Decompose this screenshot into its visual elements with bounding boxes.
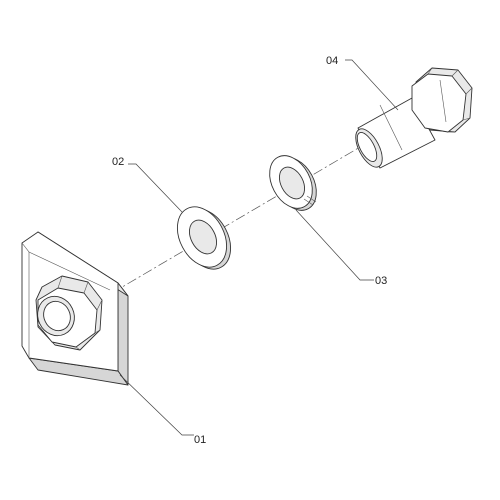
hex-head-bolt	[355, 67, 473, 169]
callout-label-02: 02	[112, 156, 125, 168]
backing-plate-with-nut	[21, 231, 129, 386]
flat-washer	[176, 206, 232, 270]
leader-01	[119, 374, 194, 436]
callout-label-04: 04	[326, 55, 339, 67]
leader-02	[128, 163, 183, 213]
spring-lock-washer	[269, 155, 317, 211]
callout-label-03: 03	[375, 275, 388, 287]
leader-04	[345, 59, 399, 111]
callout-label-01: 01	[194, 434, 207, 446]
assembly-axis	[111, 139, 373, 294]
leader-03	[295, 209, 374, 281]
